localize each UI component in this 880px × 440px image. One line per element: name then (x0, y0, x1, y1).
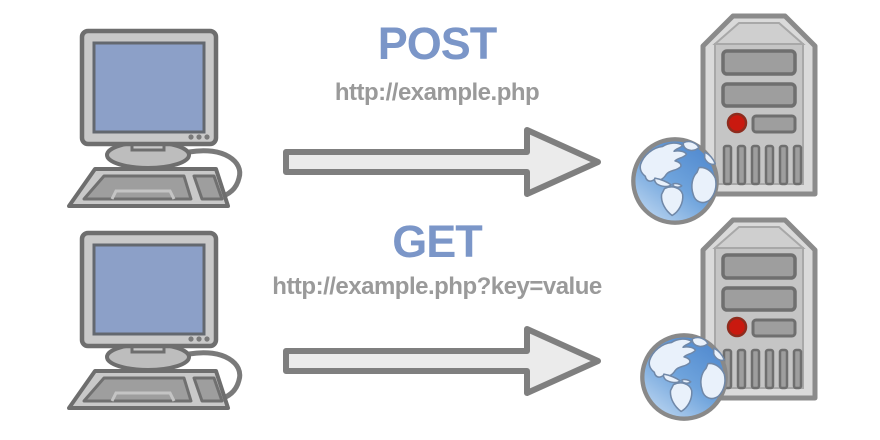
request-url-get: http://example.php?key=value (272, 273, 602, 300)
method-label-get: GET (392, 216, 483, 267)
request-arrow-right-icon (280, 324, 604, 398)
request-arrow-right-icon (280, 125, 604, 199)
request-url-post: http://example.php (334, 79, 540, 106)
desktop-computer-icon (66, 230, 244, 414)
method-label-post: POST (377, 18, 498, 69)
desktop-computer-icon (66, 28, 244, 212)
earth-globe-icon (638, 331, 730, 423)
earth-globe-icon (629, 135, 721, 227)
